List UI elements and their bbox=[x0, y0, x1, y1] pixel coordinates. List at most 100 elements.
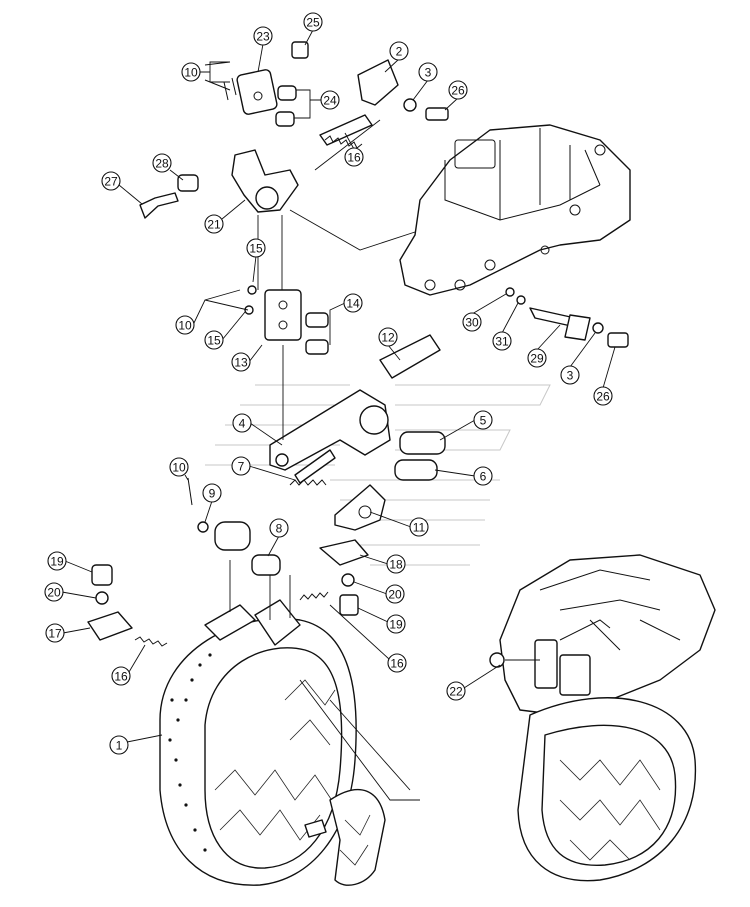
assembly-lines bbox=[229, 119, 420, 801]
callout-circle bbox=[101, 171, 121, 191]
callout-circle bbox=[386, 614, 406, 634]
callout-c18: 18 bbox=[386, 554, 406, 574]
callout-circle bbox=[204, 330, 224, 350]
lining-segment bbox=[304, 789, 386, 886]
callout-circle bbox=[320, 90, 340, 110]
callout-number: 7 bbox=[238, 460, 245, 474]
callout-c25: 25 bbox=[303, 12, 323, 32]
brake-band bbox=[159, 599, 357, 886]
callout-c28: 28 bbox=[152, 153, 172, 173]
upper-lever-assembly bbox=[139, 41, 449, 219]
callout-c30: 30 bbox=[462, 312, 482, 332]
callout-c13: 13 bbox=[231, 352, 251, 372]
callout-c2: 2 bbox=[389, 41, 409, 61]
callout-circle bbox=[44, 582, 64, 602]
callout-number: 2 bbox=[396, 45, 403, 59]
callout-c29: 29 bbox=[527, 348, 547, 368]
assembled-view bbox=[489, 554, 716, 882]
callout-circle bbox=[473, 466, 493, 486]
callout-circle bbox=[492, 331, 512, 351]
callout-c19a: 19 bbox=[47, 551, 67, 571]
callout-circle bbox=[253, 26, 273, 46]
callout-number: 3 bbox=[567, 369, 574, 383]
callout-c4: 4 bbox=[232, 413, 252, 433]
callout-c23: 23 bbox=[253, 26, 273, 46]
callout-number: 28 bbox=[155, 157, 169, 171]
callout-number: 26 bbox=[451, 84, 465, 98]
callout-c17: 17 bbox=[45, 623, 65, 643]
callout-circle bbox=[387, 653, 407, 673]
callout-number: 16 bbox=[347, 151, 361, 165]
callout-number: 30 bbox=[465, 316, 479, 330]
callout-circle bbox=[47, 551, 67, 571]
callout-number: 5 bbox=[480, 414, 487, 428]
callout-c3a: 3 bbox=[418, 62, 438, 82]
callout-number: 16 bbox=[114, 670, 128, 684]
callout-c24: 24 bbox=[320, 90, 340, 110]
callout-number: 23 bbox=[256, 30, 270, 44]
callout-c16c: 16 bbox=[111, 666, 131, 686]
callout-circle bbox=[385, 584, 405, 604]
callout-number: 26 bbox=[596, 390, 610, 404]
right-pins bbox=[87, 287, 629, 641]
callout-number: 24 bbox=[323, 94, 337, 108]
callout-number: 17 bbox=[48, 627, 62, 641]
callout-circle bbox=[45, 623, 65, 643]
callout-c3b: 3 bbox=[560, 365, 580, 385]
callout-circle bbox=[169, 457, 189, 477]
callout-c11: 11 bbox=[409, 517, 429, 537]
callout-c10a: 10 bbox=[181, 62, 201, 82]
callout-number: 16 bbox=[390, 657, 404, 671]
callout-c15b: 15 bbox=[204, 330, 224, 350]
callout-circle bbox=[593, 386, 613, 406]
callout-circle bbox=[181, 62, 201, 82]
callout-number: 21 bbox=[207, 218, 221, 232]
callout-circle bbox=[204, 214, 224, 234]
callout-circle bbox=[473, 410, 493, 430]
callout-c12: 12 bbox=[378, 327, 398, 347]
callout-number: 10 bbox=[172, 461, 186, 475]
callout-c9: 9 bbox=[202, 483, 222, 503]
callout-number: 20 bbox=[388, 588, 402, 602]
callout-circle bbox=[152, 153, 172, 173]
callout-circle bbox=[303, 12, 323, 32]
callout-number: 4 bbox=[239, 417, 246, 431]
callout-c10b: 10 bbox=[175, 315, 195, 335]
callout-number: 6 bbox=[480, 470, 487, 484]
band-rivet-holes bbox=[168, 653, 212, 852]
callout-number: 3 bbox=[425, 66, 432, 80]
callout-circle bbox=[560, 365, 580, 385]
callout-circle bbox=[446, 681, 466, 701]
callout-number: 22 bbox=[449, 685, 463, 699]
callout-circle bbox=[232, 413, 252, 433]
callout-circle bbox=[175, 315, 195, 335]
callout-number: 19 bbox=[50, 555, 64, 569]
callout-number: 14 bbox=[346, 297, 360, 311]
callout-number: 27 bbox=[104, 175, 118, 189]
callout-number: 9 bbox=[209, 487, 216, 501]
callout-c20b: 20 bbox=[385, 584, 405, 604]
callout-c26b: 26 bbox=[593, 386, 613, 406]
callout-number: 25 bbox=[306, 16, 320, 30]
valve-housing bbox=[399, 124, 631, 296]
callout-c8: 8 bbox=[269, 518, 289, 538]
callout-circle bbox=[343, 293, 363, 313]
callout-c1: 1 bbox=[109, 735, 129, 755]
callout-circle bbox=[448, 80, 468, 100]
callout-number: 10 bbox=[178, 319, 192, 333]
callout-circle bbox=[527, 348, 547, 368]
middle-linkage bbox=[187, 285, 446, 576]
callout-circle bbox=[231, 352, 251, 372]
callout-c16b: 16 bbox=[387, 653, 407, 673]
callout-c15a: 15 bbox=[246, 238, 266, 258]
callout-number: 13 bbox=[234, 356, 248, 370]
callout-number: 12 bbox=[381, 331, 395, 345]
callout-c16a: 16 bbox=[344, 147, 364, 167]
callout-c7: 7 bbox=[231, 456, 251, 476]
callout-circle bbox=[386, 554, 406, 574]
callout-circle bbox=[231, 456, 251, 476]
callout-c31: 31 bbox=[492, 331, 512, 351]
callout-number: 31 bbox=[495, 335, 509, 349]
callout-circle bbox=[389, 41, 409, 61]
callout-circle bbox=[418, 62, 438, 82]
